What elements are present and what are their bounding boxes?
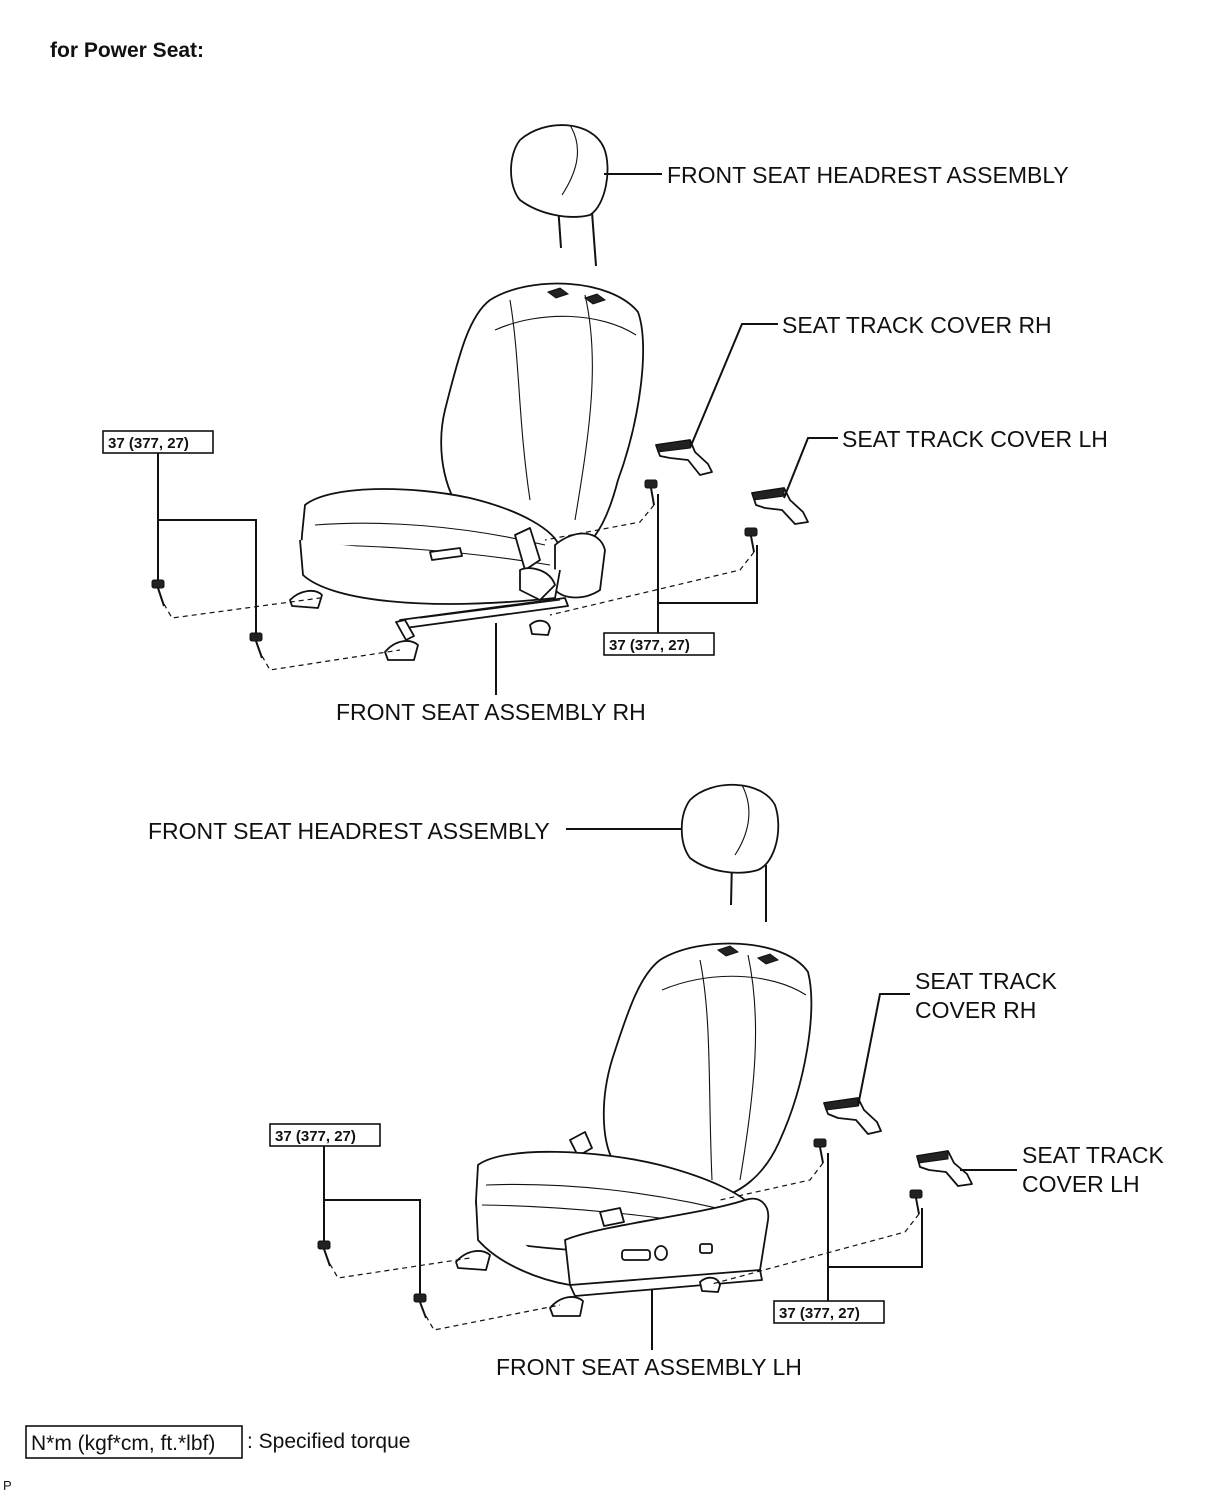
seat-track-cover-rh-illustration [823, 1097, 882, 1135]
rh-diagram: FRONT SEAT HEADREST ASSEMBLY [102, 124, 1108, 725]
bolt-icon [317, 1240, 331, 1267]
torque-lh-right-leader-branch [828, 1208, 923, 1268]
cover-lh-label: SEAT TRACK COVER LH [842, 426, 1108, 452]
install-path [711, 1213, 920, 1285]
legend-description: : Specified torque [247, 1430, 410, 1453]
bolt-icon [413, 1293, 427, 1319]
section-heading: for Power Seat: [50, 39, 204, 62]
front-seat-lh-illustration [455, 942, 813, 1317]
cover-rh-lh-label-line1: SEAT TRACK [915, 968, 1058, 994]
cover-lh-leader [783, 437, 838, 499]
headrest-lh-illustration [680, 783, 780, 922]
torque-rh-right-leader-branch [658, 545, 758, 604]
legend: N*m (kgf*cm, ft.*lbf) : Specified torque [25, 1425, 410, 1459]
bolt-icon [813, 1138, 827, 1164]
lh-diagram: FRONT SEAT HEADREST ASSEMBLY [148, 783, 1165, 1380]
install-path [544, 504, 655, 541]
cover-lh-lh-label-line1: SEAT TRACK [1022, 1142, 1165, 1168]
torque-rh-left-leader-branch [158, 519, 257, 633]
seat-track-cover-rh-illustration [655, 439, 713, 476]
seat-rh-label: FRONT SEAT ASSEMBLY RH [336, 699, 646, 725]
bolt-icon [249, 632, 263, 659]
legend-torque-box [25, 1425, 243, 1459]
seat-lh-label: FRONT SEAT ASSEMBLY LH [496, 1354, 802, 1380]
corner-mark: P [3, 1478, 12, 1493]
cover-rh-lh-label-line2: COVER RH [915, 997, 1036, 1023]
bolt-icon [151, 579, 165, 607]
install-path [261, 649, 401, 671]
bolt-icon [909, 1189, 923, 1215]
seat-track-cover-lh-illustration [916, 1150, 973, 1187]
headrest-rh-illustration [510, 124, 609, 267]
install-path [719, 1162, 824, 1201]
torque-rh-right-value: 37 (377, 27) [609, 637, 690, 654]
cover-rh-label: SEAT TRACK COVER RH [782, 312, 1052, 338]
torque-lh-right-value: 37 (377, 27) [779, 1305, 860, 1322]
bolt-icon [744, 527, 758, 553]
headrest-rh-label: FRONT SEAT HEADREST ASSEMBLY [667, 162, 1069, 188]
front-seat-rh-illustration [289, 282, 645, 661]
cover-lh-lh-label-line2: COVER LH [1022, 1171, 1140, 1197]
headrest-lh-label: FRONT SEAT HEADREST ASSEMBLY [148, 818, 550, 844]
torque-lh-left-leader-branch [324, 1199, 421, 1294]
torque-rh-left-value: 37 (377, 27) [108, 435, 189, 452]
install-path [549, 551, 755, 616]
cover-rh-lh-leader [857, 993, 910, 1107]
legend-unit: N*m (kgf*cm, ft.*lbf) [31, 1432, 215, 1455]
torque-lh-left-value: 37 (377, 27) [275, 1128, 356, 1145]
install-path [425, 1304, 561, 1331]
cover-rh-leader [689, 323, 778, 449]
seat-track-cover-lh-illustration [751, 487, 809, 525]
bolt-icon [644, 479, 658, 506]
install-path [329, 1257, 471, 1279]
